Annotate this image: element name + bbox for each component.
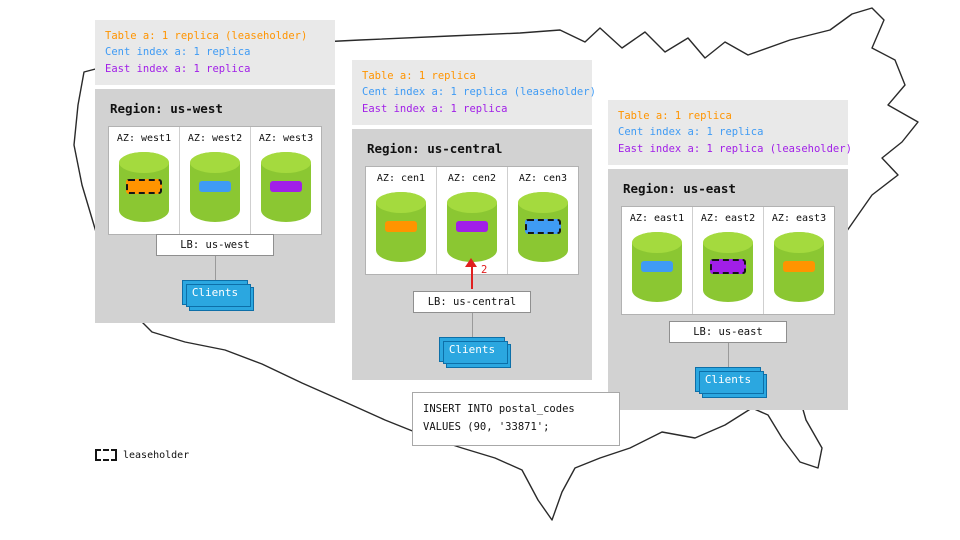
az-grid: AZ: east1 AZ: east2 AZ: east3 bbox=[621, 205, 835, 315]
database-cylinder-icon bbox=[632, 231, 682, 302]
annotation-table-a: Table a: 1 replica bbox=[362, 70, 476, 82]
replica-bar bbox=[525, 218, 561, 234]
replica-bar bbox=[126, 178, 162, 194]
az-label: AZ: west2 bbox=[187, 132, 243, 144]
az-label: AZ: east3 bbox=[771, 212, 827, 224]
sql-line: INSERT INTO postal_codes bbox=[423, 403, 575, 415]
az-column: AZ: east2 bbox=[693, 206, 764, 314]
database-cylinder-icon bbox=[703, 231, 753, 302]
az-column: AZ: cen3 bbox=[508, 167, 578, 274]
replica-annotations-us-east: Table a: 1 replica Cent index a: 1 repli… bbox=[608, 100, 852, 165]
region-box-us-east: Region: us-east AZ: east1 AZ: east2 AZ: … bbox=[608, 168, 848, 410]
az-column: AZ: cen2 bbox=[437, 166, 508, 274]
database-cylinder-icon bbox=[261, 151, 311, 222]
annotation-east-index-a: East index a: 1 replica bbox=[362, 102, 508, 115]
database-cylinder-icon bbox=[119, 151, 169, 222]
replica-bar bbox=[456, 220, 488, 232]
database-cylinder-icon bbox=[447, 191, 497, 262]
annotation-east-index-a: East index a: 1 replica (leaseholder) bbox=[618, 142, 852, 155]
database-cylinder-icon bbox=[774, 231, 824, 302]
az-label: AZ: west1 bbox=[116, 132, 172, 144]
region-box-us-central: Region: us-central AZ: cen1 AZ: cen2 AZ:… bbox=[352, 128, 592, 380]
annotation-table-a: Table a: 1 replica bbox=[618, 110, 732, 122]
replica-annotations-us-west: Table a: 1 replica (leaseholder) Cent in… bbox=[95, 20, 335, 85]
lb-clients-connector-line bbox=[471, 312, 473, 337]
annotation-table-a: Table a: 1 replica (leaseholder) bbox=[105, 30, 308, 42]
leaseholder-swatch-icon bbox=[95, 449, 117, 461]
annotation-east-index-a: East index a: 1 replica bbox=[105, 62, 251, 75]
az-label: AZ: cen1 bbox=[376, 172, 426, 184]
write-arrow-head-icon bbox=[465, 257, 477, 267]
lb-clients-connector-line bbox=[727, 342, 729, 367]
region-panel-us-west: Table a: 1 replica (leaseholder) Cent in… bbox=[95, 20, 335, 323]
replica-bar bbox=[710, 258, 746, 274]
sql-statement-box: INSERT INTO postal_codes VALUES (90, '33… bbox=[412, 392, 620, 446]
annotation-cent-index-a: Cent index a: 1 replica (leaseholder) bbox=[362, 86, 596, 99]
az-column: AZ: west2 bbox=[180, 126, 251, 234]
load-balancer-box: LB: us-central bbox=[413, 290, 531, 313]
az-label: AZ: east2 bbox=[700, 212, 756, 224]
replica-bar bbox=[783, 260, 815, 272]
replica-bar bbox=[641, 260, 673, 272]
region-box-us-west: Region: us-west AZ: west1 AZ: west2 AZ: … bbox=[95, 88, 335, 323]
clients-button: Clients bbox=[695, 366, 767, 398]
lb-clients-connector-line bbox=[214, 255, 216, 280]
clients-button: Clients bbox=[182, 279, 254, 311]
load-balancer-box: LB: us-west bbox=[156, 233, 274, 256]
leaseholder-legend: leaseholder bbox=[95, 449, 189, 461]
az-label: AZ: west3 bbox=[258, 132, 314, 144]
annotation-cent-index-a: Cent index a: 1 replica bbox=[618, 126, 764, 139]
region-panel-us-east: Table a: 1 replica Cent index a: 1 repli… bbox=[608, 100, 852, 410]
clients-button: Clients bbox=[439, 336, 511, 368]
replica-bar bbox=[199, 180, 231, 192]
az-column: AZ: west1 bbox=[109, 126, 180, 234]
az-label: AZ: east1 bbox=[629, 212, 685, 224]
clients-label: Clients bbox=[448, 342, 496, 356]
load-balancer-box: LB: us-east bbox=[669, 320, 787, 343]
region-title: Region: us-central bbox=[367, 140, 503, 156]
az-column: AZ: west3 bbox=[251, 127, 321, 234]
az-column: AZ: cen1 bbox=[366, 166, 437, 274]
annotation-cent-index-a: Cent index a: 1 replica bbox=[105, 46, 251, 59]
database-cylinder-icon bbox=[376, 191, 426, 262]
az-column: AZ: east1 bbox=[622, 206, 693, 314]
sql-line: VALUES (90, '33871'; bbox=[423, 420, 550, 433]
region-panel-us-central: Table a: 1 replica Cent index a: 1 repli… bbox=[352, 60, 596, 380]
clients-label: Clients bbox=[704, 372, 752, 386]
az-grid: AZ: cen1 AZ: cen2 AZ: cen3 bbox=[365, 165, 579, 275]
replica-bar bbox=[270, 180, 302, 192]
region-title: Region: us-west bbox=[110, 100, 223, 116]
az-column: AZ: east3 bbox=[764, 207, 834, 314]
clients-label: Clients bbox=[191, 285, 239, 299]
write-arrow-line bbox=[471, 266, 473, 289]
az-label: AZ: cen3 bbox=[518, 172, 568, 184]
legend-label: leaseholder bbox=[123, 449, 190, 461]
region-title: Region: us-east bbox=[623, 180, 736, 196]
replica-bar bbox=[385, 220, 417, 232]
database-cylinder-icon bbox=[190, 151, 240, 222]
write-arrow-label: 2 bbox=[481, 263, 488, 276]
az-grid: AZ: west1 AZ: west2 AZ: west3 bbox=[108, 125, 322, 235]
replica-annotations-us-central: Table a: 1 replica Cent index a: 1 repli… bbox=[352, 60, 596, 125]
database-cylinder-icon bbox=[518, 191, 568, 262]
az-label: AZ: cen2 bbox=[447, 172, 497, 184]
